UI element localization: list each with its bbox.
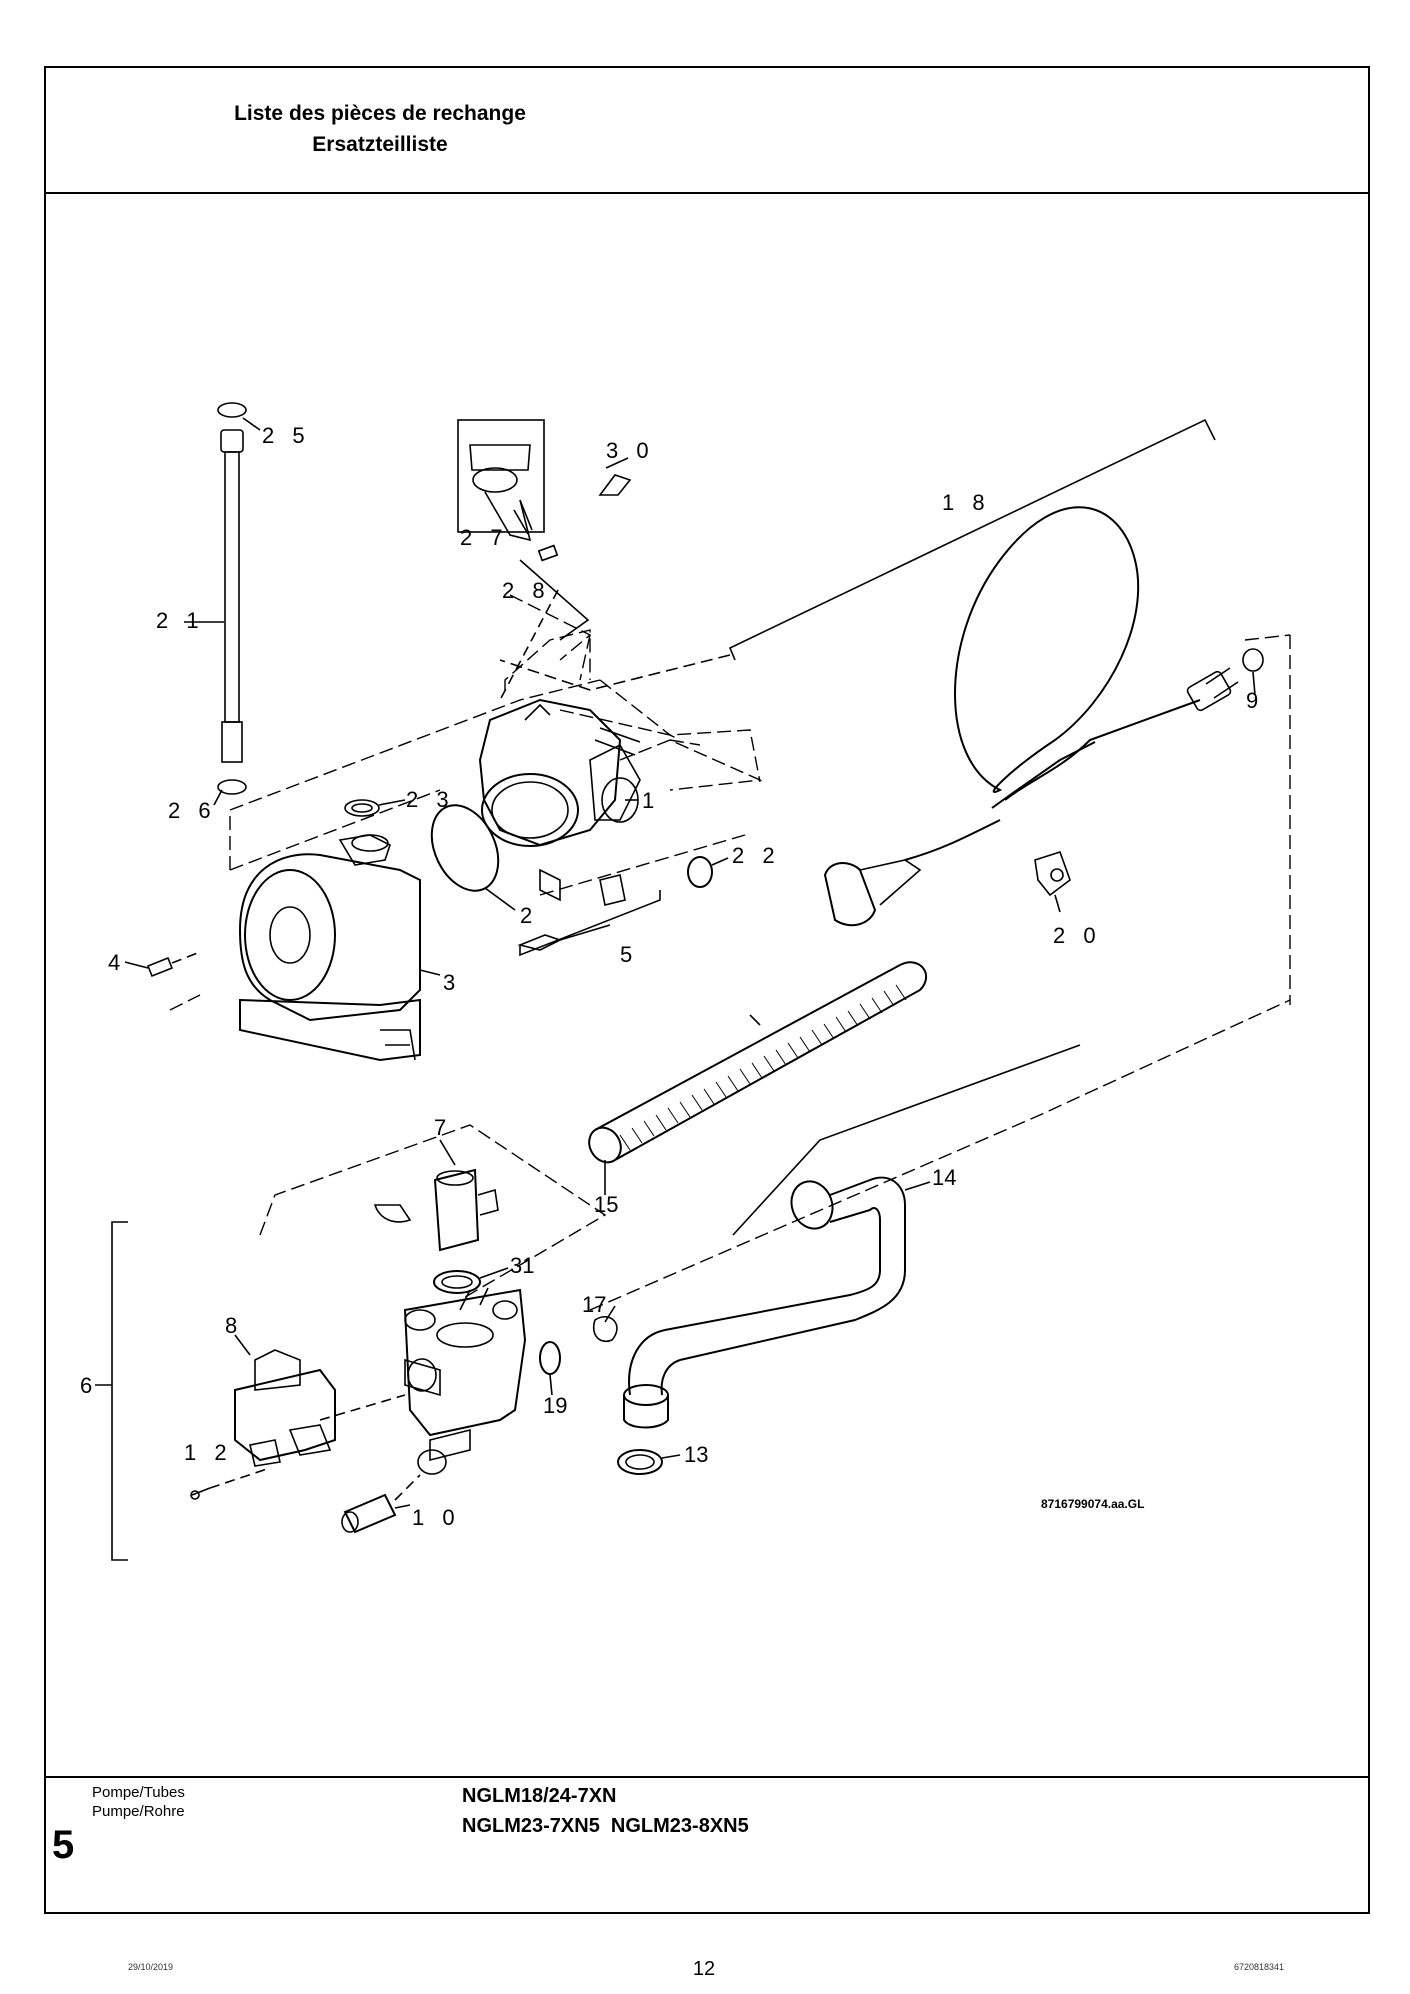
title-german: Ersatzteilliste [312, 133, 448, 156]
title-french: Liste des pièces de rechange [234, 102, 526, 125]
callout-12: 1 2 [184, 1440, 233, 1465]
callout-23: 2 3 [406, 787, 455, 812]
callout-25: 2 5 [262, 423, 311, 448]
model-line-2: NGLM23-7XN5 NGLM23-8XN5 [462, 1815, 749, 1837]
section-number: 5 [52, 1823, 75, 1867]
callout-5: 5 [620, 942, 632, 967]
print-date: 29/10/2019 [128, 1962, 174, 1972]
callout-14: 14 [932, 1165, 956, 1190]
callout-19: 19 [543, 1393, 567, 1418]
callout-8: 8 [225, 1313, 237, 1338]
callout-18: 1 8 [942, 490, 991, 515]
callout-20: 2 0 [1053, 923, 1102, 948]
callout-1: 1 [642, 788, 654, 813]
document-number: 6720818341 [1234, 1962, 1285, 1972]
callout-10: 1 0 [412, 1505, 461, 1530]
callout-27: 2 7 [460, 525, 509, 550]
callout-31: 31 [510, 1253, 534, 1278]
callout-30: 3 0 [606, 438, 655, 463]
callout-4: 4 [108, 950, 120, 975]
page-number: 12 [692, 1958, 716, 1980]
header-divider [44, 192, 1370, 194]
callout-7: 7 [434, 1115, 446, 1140]
callout-26: 2 6 [168, 798, 217, 823]
callout-6: 6 [80, 1373, 92, 1398]
callout-17: 17 [582, 1292, 606, 1317]
callout-9: 9 [1246, 688, 1258, 713]
category-german: Pumpe/Rohre [92, 1803, 185, 1820]
category-french: Pompe/Tubes [92, 1784, 185, 1801]
model-line-1: NGLM18/24-7XN [462, 1785, 617, 1807]
callout-15: 15 [594, 1192, 618, 1217]
footer-divider [44, 1776, 1370, 1778]
callout-28: 2 8 [502, 578, 551, 603]
callout-13: 13 [684, 1442, 708, 1467]
page-frame [44, 66, 1370, 1914]
callout-2: 2 [520, 903, 532, 928]
callout-3: 3 [443, 970, 455, 995]
callout-21: 2 1 [156, 608, 205, 633]
drawing-reference: 8716799074.aa.GL [1041, 1497, 1144, 1511]
callout-22: 2 2 [732, 843, 781, 868]
